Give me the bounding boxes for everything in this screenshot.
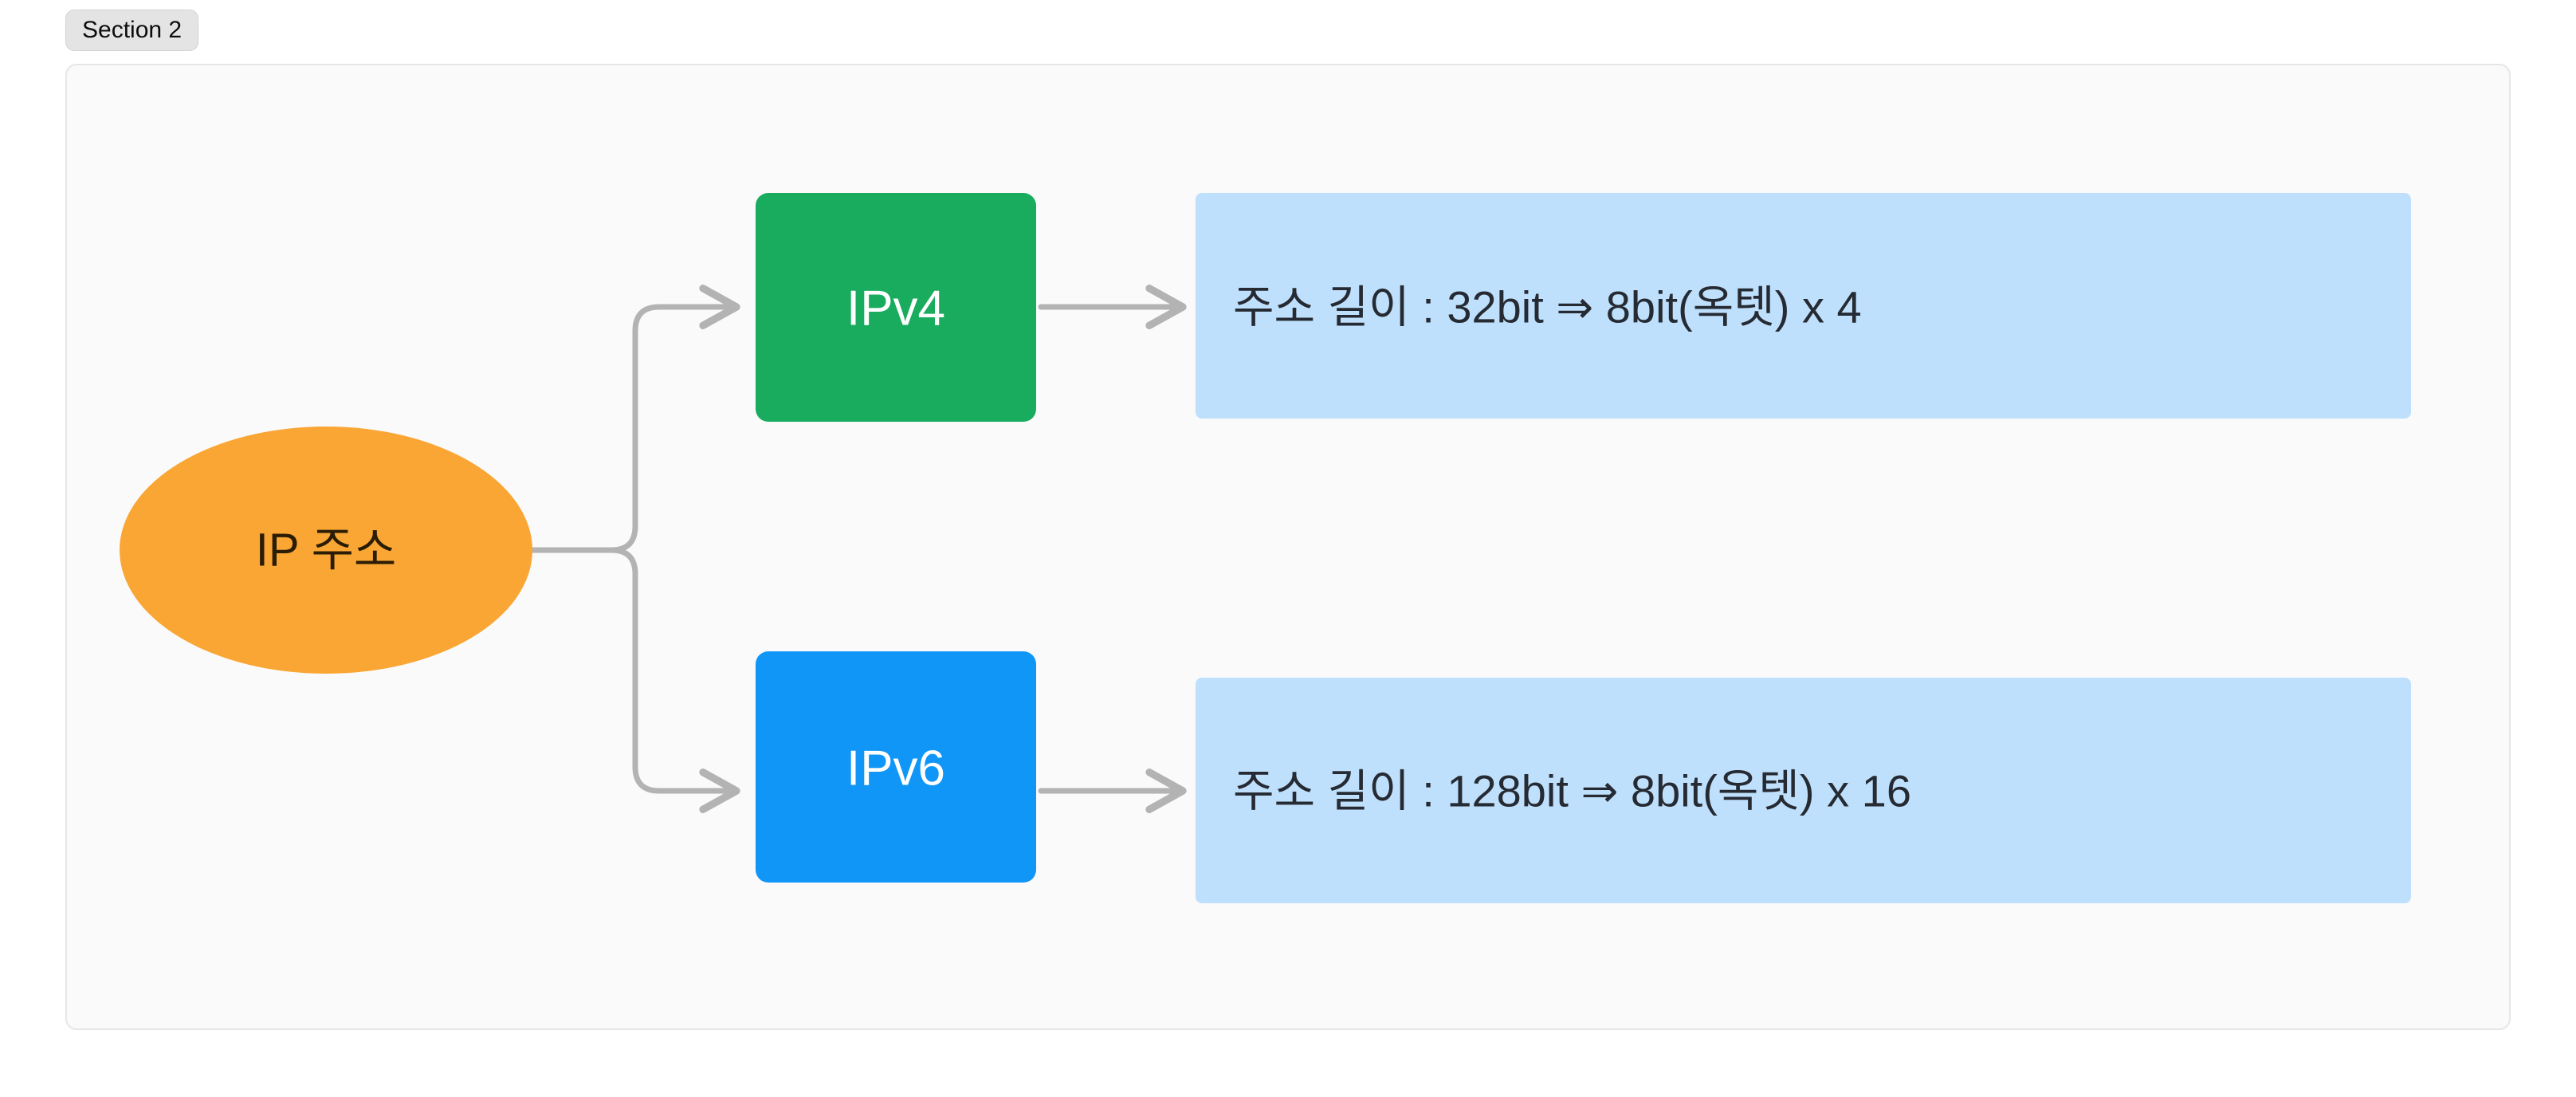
node-ipv6[interactable]: IPv6 — [756, 651, 1036, 883]
ip-address-flow-diagram: IP 주소 IPv4 IPv6 주소 길이 : 32bit ⇒ 8bit(옥텟)… — [120, 193, 2411, 903]
node-ip-address-shape — [120, 427, 532, 674]
node-ipv6-detail[interactable]: 주소 길이 : 128bit ⇒ 8bit(옥텟) x 16 — [1196, 678, 2411, 903]
section-badge-label: Section 2 — [82, 17, 183, 43]
node-ipv4-shape — [756, 193, 1036, 422]
node-ip-address-label: IP 주소 — [256, 525, 397, 576]
node-ip-address[interactable]: IP 주소 — [120, 427, 532, 674]
node-ipv6-shape — [756, 651, 1036, 883]
node-ipv6-detail-label: 주소 길이 : 128bit ⇒ 8bit(옥텟) x 16 — [1233, 766, 1911, 816]
node-ipv4-detail-label: 주소 길이 : 32bit ⇒ 8bit(옥텟) x 4 — [1233, 282, 1862, 332]
node-ipv4-label: IPv4 — [846, 281, 945, 336]
node-ipv6-label: IPv6 — [846, 741, 945, 796]
node-ipv4-detail[interactable]: 주소 길이 : 32bit ⇒ 8bit(옥텟) x 4 — [1196, 193, 2411, 419]
node-ipv4-detail-shape — [1196, 193, 2411, 419]
connector-root-to-ipv6 — [528, 547, 740, 813]
section-badge: Section 2 — [65, 10, 199, 51]
node-ipv6-detail-shape — [1196, 678, 2411, 903]
diagram-card: IP 주소 IPv4 IPv6 주소 길이 : 32bit ⇒ 8bit(옥텟)… — [65, 64, 2511, 1030]
connector-root-to-ipv4 — [528, 285, 740, 553]
node-ipv4[interactable]: IPv4 — [756, 193, 1036, 422]
